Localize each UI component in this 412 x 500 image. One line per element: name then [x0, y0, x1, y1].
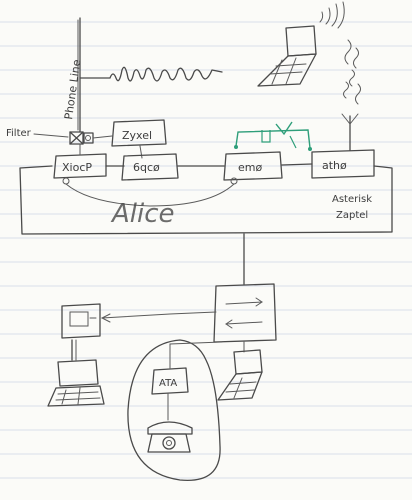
zyxel-modem: Zyxel: [92, 119, 167, 159]
ath0-port: athø: [311, 113, 375, 179]
em0-port: emø: [223, 151, 283, 185]
switch-to-desktop-link: [101, 311, 217, 319]
bridge-annotation: [234, 121, 312, 151]
telephone-icon: [147, 421, 193, 453]
wifi-waves-icon: [343, 39, 361, 105]
desktop-computer: [47, 303, 105, 407]
xiocp-port: XiocP: [53, 143, 107, 185]
laptop-bottom: [217, 341, 263, 401]
laptop-icon: [217, 349, 263, 401]
filter-annotation: Filter: [6, 128, 69, 139]
monitor-icon: [61, 303, 101, 339]
switch-to-ata-link: [169, 341, 223, 369]
ata-device: ATA: [151, 367, 189, 421]
zyxel-label: Zyxel: [122, 129, 152, 142]
ata-label: ATA: [159, 378, 177, 389]
laptop-top: [257, 1, 345, 87]
switch-device: [213, 283, 277, 343]
eth6-port: 6qcø: [121, 153, 179, 181]
eth6-label: 6qcø: [133, 161, 160, 174]
filter-label: Filter: [6, 128, 32, 139]
zaptel-label: Zaptel: [336, 210, 368, 221]
phone-line: Phone Line: [62, 17, 83, 133]
xiocp-em0-curve: [65, 183, 235, 207]
asterisk-label: Asterisk: [332, 194, 372, 205]
alice-label: Alice: [110, 199, 175, 229]
laptop-icon: [47, 359, 105, 407]
wifi-waves-icon: [319, 1, 345, 29]
ath0-label: athø: [322, 159, 347, 172]
ata-enclosure: [127, 339, 221, 482]
xiocp-label: XiocP: [62, 161, 92, 174]
switch-icon: [225, 297, 263, 329]
signal-squiggle: [79, 66, 223, 82]
antenna-icon: [341, 113, 359, 151]
em0-label: emø: [238, 161, 262, 174]
port-links: [105, 163, 313, 167]
router-enclosure: [19, 165, 393, 235]
ruled-lines: [0, 21, 412, 479]
laptop-icon: [257, 25, 317, 87]
